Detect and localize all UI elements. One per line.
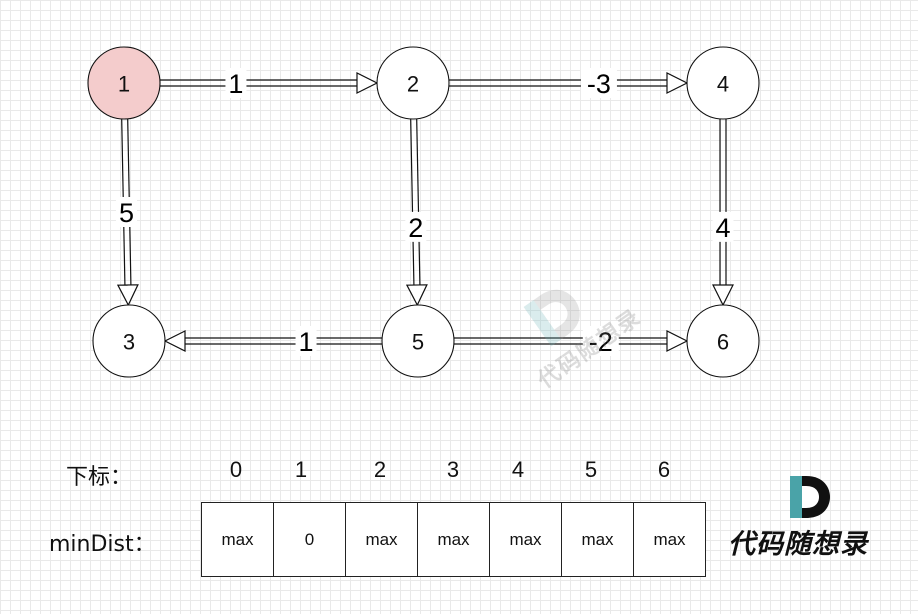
node-circle	[87, 46, 161, 120]
node-label: 4	[717, 72, 729, 97]
node-circle	[686, 304, 760, 378]
node-6: 6	[686, 304, 760, 378]
index-cell: 1	[294, 457, 308, 482]
edge-weight-background	[116, 197, 137, 227]
index-cell: 3	[446, 457, 460, 482]
index-cell: 5	[584, 457, 598, 482]
node-5: 5	[381, 304, 455, 378]
index-cell: 2	[373, 457, 387, 482]
arrow-head-icon	[356, 72, 379, 94]
edge-weight-background	[582, 326, 619, 356]
index-cell: 6	[657, 457, 671, 482]
arrow-head-icon	[712, 284, 734, 307]
brand-logo: 代码随想录	[724, 470, 894, 570]
edge-2-4	[449, 72, 689, 94]
node-1: 1	[87, 46, 161, 120]
arrow-head-icon	[405, 284, 428, 307]
brand-logo-text: 代码随想录	[728, 529, 868, 560]
edge-weight-4-6: 4	[715, 213, 730, 243]
nodes-layer: 1 2 4 3 5 6	[87, 46, 760, 378]
node-label: 2	[407, 72, 419, 97]
mindist-cell: max	[634, 503, 706, 576]
node-circle	[376, 46, 450, 120]
mindist-cell: max	[202, 503, 274, 576]
arrow-head-icon	[666, 330, 689, 352]
node-circle	[686, 46, 760, 120]
edge-4-6	[712, 119, 734, 307]
mindist-row-label: minDist：	[49, 532, 156, 557]
edge-weight-5-6: -2	[589, 327, 613, 357]
brand-logo-icon	[790, 476, 830, 518]
edge-weight-2-5: 2	[408, 213, 423, 243]
edge-weight-background	[712, 211, 734, 242]
arrow-head-icon	[116, 284, 139, 307]
node-2: 2	[376, 46, 450, 120]
edge-5-6	[454, 330, 689, 352]
edge-weight-background	[405, 211, 427, 242]
mindist-cell: max	[346, 503, 418, 576]
edge-weight-background	[580, 68, 617, 98]
index-row-label: 下标：	[66, 465, 133, 490]
mindist-cell: max	[562, 503, 634, 576]
node-label: 6	[717, 330, 729, 355]
node-label: 5	[412, 330, 424, 355]
edge-weight-1-2: 1	[228, 69, 243, 99]
edge-5-3	[163, 330, 382, 352]
edge-weight-1-3: 5	[119, 198, 134, 228]
index-cell: 4	[511, 457, 525, 482]
node-label: 3	[123, 330, 135, 355]
edge-weight-5-3: 1	[299, 327, 314, 357]
arrow-head-icon	[666, 72, 689, 94]
mindist-cell: max	[418, 503, 490, 576]
edge-weight-background	[295, 326, 317, 356]
node-label: 1	[118, 72, 130, 97]
node-circle	[381, 304, 455, 378]
mindist-cell: 0	[274, 503, 346, 576]
watermark-logo-icon	[523, 289, 580, 347]
edge-weight-2-4: -3	[587, 69, 611, 99]
index-cell: 0	[229, 457, 243, 482]
edge-weights-layer: 1 -3 5 2 4 1 -2	[116, 68, 734, 357]
node-3: 3	[92, 304, 166, 378]
edge-2-5	[405, 118, 428, 307]
node-4: 4	[686, 46, 760, 120]
node-circle	[92, 304, 166, 378]
edge-weight-background	[225, 68, 247, 98]
edge-1-2	[160, 72, 379, 94]
edges-layer	[116, 72, 734, 352]
watermark: 代码随想录	[489, 238, 681, 422]
mindist-cell: max	[490, 503, 562, 576]
arrow-head-icon	[163, 330, 186, 352]
